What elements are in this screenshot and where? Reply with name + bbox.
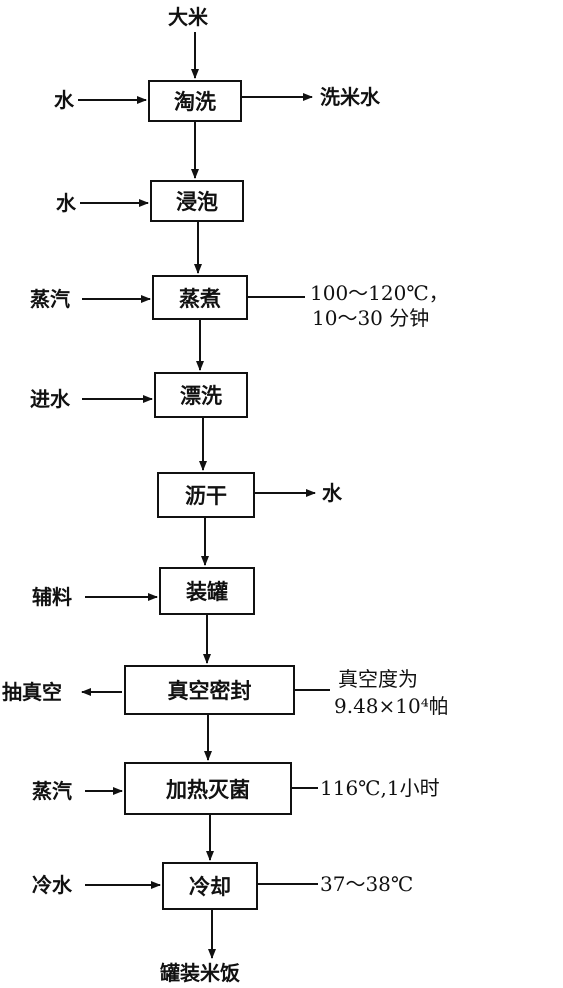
step-6-input-label: 辅料: [32, 585, 72, 609]
process-step-7: 真空密封: [124, 665, 295, 715]
process-step-6: 装罐: [159, 567, 255, 615]
process-step-9: 冷却: [162, 862, 258, 910]
step-3-note-line1: 100～120℃，: [310, 281, 449, 305]
input-label: 大米: [168, 5, 208, 29]
step-7-output-label: 抽真空: [2, 680, 62, 704]
step-8-note: 116℃,1小时: [320, 776, 440, 800]
step-7-note-line2: 9.48×10⁴帕: [334, 694, 449, 718]
step-9-input-label: 冷水: [32, 873, 72, 897]
process-step-3: 蒸煮: [152, 275, 248, 320]
step-5-output-label: 水: [322, 481, 342, 505]
step-1-output-label: 洗米水: [320, 85, 380, 109]
step-3-note-line2: 10～30 分钟: [312, 306, 430, 330]
output-label: 罐装米饭: [160, 961, 240, 985]
process-step-5: 沥干: [157, 472, 255, 518]
process-step-2: 浸泡: [150, 180, 244, 222]
process-step-8: 加热灭菌: [124, 762, 292, 815]
process-step-4: 漂洗: [154, 372, 248, 418]
step-7-note-line1: 真空度为: [338, 667, 418, 691]
step-3-input-label: 蒸汽: [30, 287, 70, 311]
step-8-input-label: 蒸汽: [32, 779, 72, 803]
step-1-input-label: 水: [54, 88, 74, 112]
process-step-1: 淘洗: [148, 80, 242, 122]
step-2-input-label: 水: [56, 191, 76, 215]
step-4-input-label: 进水: [30, 387, 70, 411]
step-9-note: 37～38℃: [320, 872, 414, 896]
